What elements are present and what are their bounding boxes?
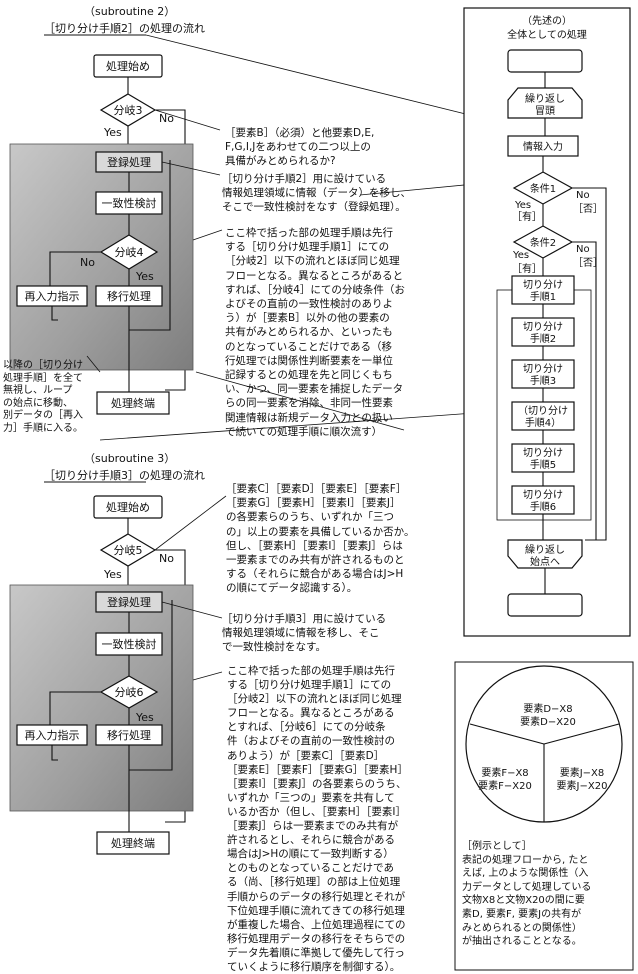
sub2-note-frame-description: ここ枠で括った部の処理手順は先行 する［切り分け処理手順1］にての ［分岐2］以…	[225, 227, 405, 438]
svg-text:切り分け: 切り分け	[523, 279, 563, 291]
example-seg-left-2: 要素F−X20	[478, 779, 532, 792]
overall-cond1-yes: Yes	[514, 200, 531, 211]
sub3-end-box	[96, 831, 170, 855]
sub3-reinput-label: 再入力指示	[25, 728, 80, 742]
sub2-branch3-yes: Yes	[103, 126, 122, 139]
sub2-end-label: 処理終端	[111, 396, 155, 410]
sub2-consistency-label: 一致性検討	[102, 196, 157, 210]
svg-text:手順2: 手順2	[530, 332, 556, 345]
sub3-heading: （subroutine 3）	[84, 452, 175, 465]
sub2-end-box	[96, 391, 170, 415]
sub2-branch4-no: No	[80, 256, 95, 269]
overall-title-line2: 全体としての処理	[507, 28, 587, 41]
sub2-register-label: 登録処理	[107, 155, 151, 169]
sub2-note-register: ［切り分け手順2］用に設けている 情報処理領域に情報（データ）を移し、 そこで一…	[222, 173, 411, 214]
sub3-consistency-label: 一致性検討	[102, 637, 157, 651]
overall-cond2-none: ［否］	[573, 257, 603, 269]
example-seg-right-1: 要素J−X8	[560, 766, 605, 779]
sub3-shaded-frame	[9, 584, 194, 812]
svg-text:手順1: 手順1	[530, 290, 556, 303]
svg-text:手順5: 手順5	[530, 458, 556, 471]
overall-loop-end	[507, 539, 583, 569]
svg-text:手順3: 手順3	[530, 374, 556, 387]
sub2-branch3-no: No	[159, 112, 174, 125]
sub3-note-register: ［切り分け手順3］用に設けている 情報処理領域に情報を移し、そこ で一致性検討を…	[222, 613, 387, 654]
sub3-branch5-no: No	[159, 552, 174, 565]
sub2-reinput-label: 再入力指示	[25, 289, 80, 303]
sub3-title: ［切り分け手順3］の処理の流れ	[44, 468, 205, 482]
svg-text:切り分け: 切り分け	[523, 321, 563, 333]
sub3-branch5-yes: Yes	[103, 568, 122, 581]
overall-cond2-has: ［有］	[512, 262, 542, 275]
sub2-migrate-label: 移行処理	[107, 290, 151, 303]
svg-text:（切り分け: （切り分け	[518, 405, 568, 417]
sub2-note-branch-condition: ［要素B］（必須）と他要素D,E, F,G,I,Jをあわせての二つ以上の 具備が…	[225, 127, 375, 168]
svg-text:繰り返し: 繰り返し	[525, 543, 565, 556]
sub2-heading: （subroutine 2）	[84, 5, 175, 18]
overall-steps: 切り分け 手順1 切り分け 手順2 切り分け 手順3 （切り分け 手順4） 切り…	[511, 275, 575, 540]
svg-text:始点へ: 始点へ	[530, 555, 560, 568]
sub3-note-frame-description: ここ枠で括った部の処理手順は先行 する［切り分け処理手順1］にての ［分岐2］以…	[227, 665, 408, 973]
overall-title-line1: （先述の）	[522, 15, 572, 27]
example-seg-top-2: 要素D−X20	[520, 715, 576, 728]
overall-info-input-label: 情報入力	[523, 140, 563, 153]
overall-cond1-none: ［否］	[573, 203, 603, 215]
sub3-branch5-label: 分岐5	[114, 544, 143, 557]
sub3-start-label: 処理始め	[106, 500, 150, 514]
sub2-note-reinput: 以降の［切り分け 処理手順］を全て 無視し、ループ の始点に移動、 別データの［…	[3, 360, 83, 434]
overall-start-box	[507, 49, 583, 73]
overall-end-box	[507, 593, 583, 617]
sub2-branch4-yes: Yes	[135, 270, 154, 283]
svg-text:手順4）: 手順4）	[525, 416, 561, 429]
example-seg-top-1: 要素D−X8	[523, 702, 572, 715]
example-caption: ［例示として］ 表記の処理フローから, たと えば, 上のような関係性（入 力デ…	[462, 841, 592, 948]
example-seg-right-2: 要素J−X20	[557, 779, 608, 792]
sub2-shaded-frame	[9, 143, 194, 371]
svg-text:手順6: 手順6	[530, 500, 556, 513]
svg-text:繰り返し: 繰り返し	[525, 92, 565, 105]
overall-cond2-yes: Yes	[512, 250, 529, 261]
overall-cond1-no: No	[576, 190, 590, 201]
overall-cond1-has: ［有］	[512, 210, 542, 223]
sub3-migrate-label: 移行処理	[107, 729, 151, 742]
overall-cond2-label: 条件2	[530, 236, 556, 249]
sub3-register-label: 登録処理	[107, 595, 151, 609]
sub2-branch4-label: 分岐4	[115, 246, 144, 259]
svg-text:切り分け: 切り分け	[523, 489, 563, 501]
sub3-end-label: 処理終端	[111, 836, 155, 850]
sub2-title: ［切り分け手順2］の処理の流れ	[44, 21, 205, 35]
sub2-start-label: 処理始め	[106, 59, 150, 73]
example-seg-left-1: 要素F−X8	[481, 766, 528, 779]
svg-text:切り分け: 切り分け	[523, 363, 563, 375]
overall-cond1-label: 条件1	[530, 182, 556, 195]
overall-cond2-no: No	[576, 244, 590, 255]
sub3-note-branch-condition: ［要素C］［要素D］［要素E］［要素F］ ［要素G］［要素H］［要素I］［要素J…	[226, 483, 415, 595]
sub3-branch6-label: 分岐6	[115, 686, 144, 699]
svg-text:冒頭: 冒頭	[535, 105, 555, 117]
overall-loop-head	[507, 87, 583, 119]
svg-text:切り分け: 切り分け	[523, 447, 563, 459]
sub3-branch6-yes: Yes	[135, 711, 154, 724]
sub2-branch3-label: 分岐3	[114, 104, 143, 117]
